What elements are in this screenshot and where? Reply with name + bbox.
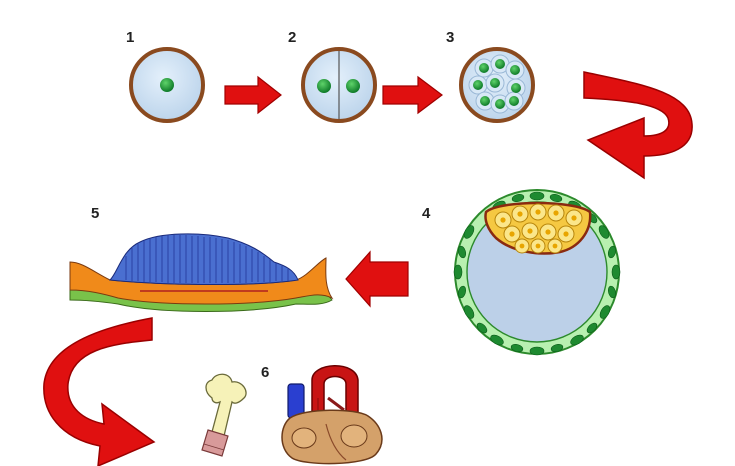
trophoblast-cells	[453, 191, 621, 356]
zygote-cell	[129, 47, 205, 123]
zygote-nucleus	[160, 78, 174, 92]
arrow-2-to-3	[382, 75, 443, 115]
heart-body	[281, 409, 383, 465]
heart-icon	[281, 365, 383, 465]
nucleus-left	[317, 79, 331, 93]
morula-nuclei	[473, 59, 521, 109]
curved-arrow-3-to-4	[583, 71, 693, 180]
two-cell-stage	[301, 47, 377, 123]
step-label-2: 2	[288, 29, 297, 46]
arrow-4-to-5	[345, 250, 409, 308]
step-label-6: 6	[261, 364, 270, 381]
inner-cell-mass	[484, 201, 592, 255]
morula	[459, 47, 535, 123]
nucleus-right	[346, 79, 360, 93]
bone-icon	[201, 373, 247, 457]
curved-arrow-5-to-6	[43, 317, 156, 466]
tissues-organs	[201, 365, 383, 465]
step-label-1: 1	[126, 29, 135, 46]
ectoderm-striations	[125, 235, 289, 283]
step-label-3: 3	[446, 29, 455, 46]
arrow-1-to-2	[224, 75, 282, 115]
step-label-5: 5	[91, 205, 100, 222]
step-label-4: 4	[422, 205, 431, 222]
blastocyst	[453, 189, 621, 356]
embryonic-disc	[69, 233, 334, 312]
